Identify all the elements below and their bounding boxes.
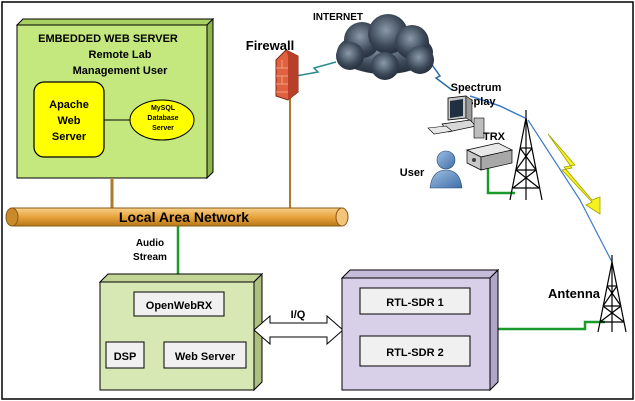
internet-cloud-icon: [336, 14, 434, 80]
antenna-label: Antenna: [548, 286, 601, 301]
internet-display-link: [429, 61, 453, 91]
rtl-sdr-2-label: RTL-SDR 2: [386, 347, 443, 359]
web-server-label: Web Server: [175, 351, 236, 363]
firewall-icon: [275, 49, 299, 101]
radio-link-icon: [547, 133, 601, 215]
openwebrx-box: OpenWebRX: [133, 291, 225, 317]
apache-web-server-box: Apache Web Server: [33, 81, 105, 158]
firewall-internet-link: [295, 61, 337, 77]
lan-label: Local Area Network: [119, 209, 249, 225]
radio-tower-icon: [509, 110, 543, 201]
dsp-label: DSP: [114, 351, 137, 363]
trx-antenna-link: [486, 166, 515, 195]
user-label: User: [400, 167, 425, 179]
iq-label: I/Q: [291, 309, 306, 321]
web-server-box: Web Server: [163, 341, 247, 369]
mysql-line2: Database: [147, 115, 178, 122]
antenna-icon: [597, 255, 627, 333]
apache-line2: Web: [57, 115, 80, 127]
sdr-antenna-link: [490, 320, 605, 331]
display-tower-link: [469, 95, 526, 119]
apache-line3: Server: [52, 131, 87, 143]
openwebrx-label: OpenWebRX: [146, 300, 213, 312]
dsp-box: DSP: [105, 341, 145, 369]
trx-radio-icon: [465, 142, 514, 171]
apache-line1: Apache: [49, 99, 89, 111]
user-icon: [429, 150, 463, 189]
rtl-sdr-1-box: RTL-SDR 1: [359, 287, 471, 315]
mysql-line1: MySQL: [151, 105, 176, 112]
rtl-sdr-2-box: RTL-SDR 2: [359, 335, 471, 367]
computer-icon: [427, 95, 485, 139]
tower-antenna-link: [527, 119, 613, 263]
local-area-network-bus: Local Area Network: [5, 207, 349, 227]
trx-label: TRX: [483, 131, 506, 143]
receiver-box: [98, 272, 264, 392]
server-title-line2: Remote Lab: [89, 49, 152, 61]
audio-label-line1: Audio: [136, 238, 164, 249]
server-title-line1: EMBEDDED WEB SERVER: [38, 33, 178, 45]
server-title-line3: Management User: [73, 65, 168, 77]
mysql-line3: Server: [152, 125, 174, 132]
internet-label: INTERNET: [313, 12, 363, 23]
mysql-database-server: MySQL Database Server: [129, 99, 195, 141]
rtl-sdr-1-label: RTL-SDR 1: [386, 297, 443, 309]
audio-label-line2: Stream: [133, 252, 167, 263]
spectrum-label-line1: Spectrum: [451, 82, 502, 94]
firewall-label: Firewall: [246, 38, 294, 53]
